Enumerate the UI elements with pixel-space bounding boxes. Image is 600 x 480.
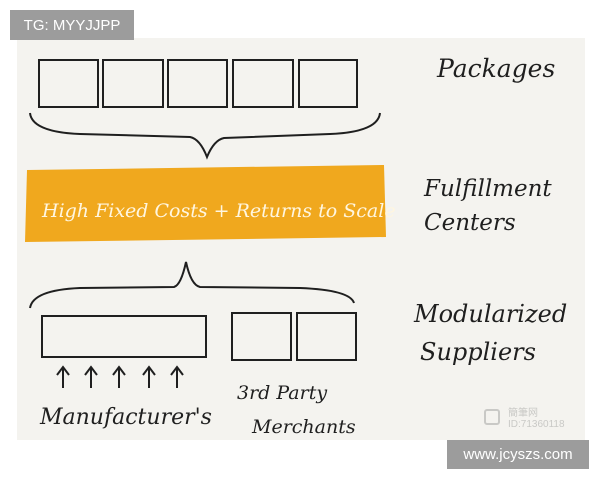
package-box [232, 59, 294, 108]
fulfillment-band [25, 165, 386, 242]
band-label: High Fixed Costs + Returns to Scale [41, 200, 396, 222]
label-packages: Packages [436, 54, 555, 83]
label-third-party: 3rd Party [237, 382, 327, 404]
manufacturer-arrows [56, 365, 184, 388]
merchant-box [296, 312, 357, 361]
package-box [167, 59, 228, 108]
package-box [298, 59, 358, 108]
arrow-up-icon [170, 365, 184, 388]
package-box [102, 59, 164, 108]
watermark-id-number: ID:71360118 [508, 419, 565, 430]
package-box [38, 59, 99, 108]
package-boxes [38, 59, 358, 108]
watermark-logo-icon [484, 409, 500, 425]
manufacturers-box [41, 315, 207, 358]
merchant-box [231, 312, 292, 361]
watermark-id-name: 簡筆网 [508, 408, 538, 419]
label-fulfillment: Fulfillment [423, 176, 552, 202]
label-suppliers: Suppliers [420, 338, 536, 366]
watermark-site: www.jcyszs.com [447, 440, 589, 469]
label-manufacturers: Manufacturer's [39, 405, 212, 430]
label-modularized: Modularized [413, 300, 567, 328]
label-merchants: Merchants [251, 416, 356, 438]
suppliers-brace [29, 261, 355, 309]
arrow-up-icon [142, 365, 156, 388]
arrow-up-icon [84, 365, 98, 388]
arrow-up-icon [112, 365, 126, 388]
arrow-up-icon [56, 365, 70, 388]
supplier-boxes [41, 312, 357, 361]
packages-brace [29, 112, 381, 160]
watermark-tag: TG: MYYJJPP [10, 10, 134, 40]
label-centers: Centers [424, 210, 516, 236]
